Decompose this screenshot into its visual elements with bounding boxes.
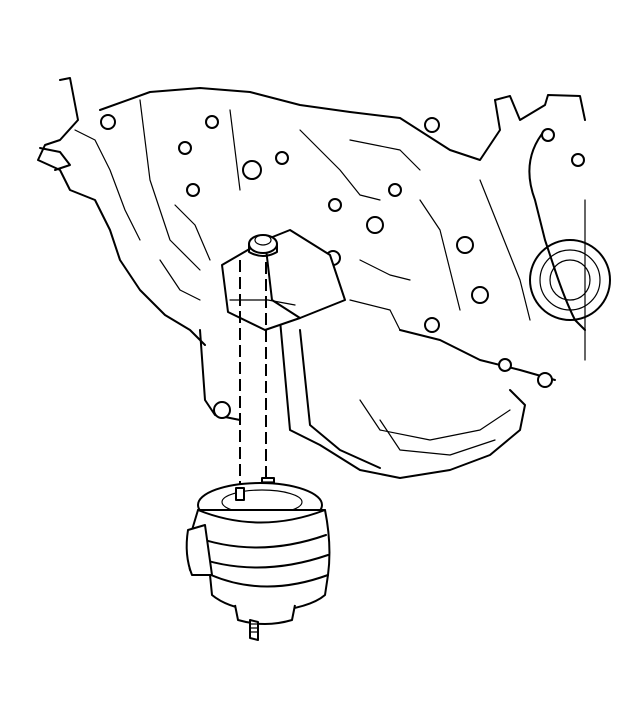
mount-bolt	[248, 234, 278, 257]
engine-mount	[185, 477, 331, 641]
alignment-lines	[239, 260, 267, 498]
